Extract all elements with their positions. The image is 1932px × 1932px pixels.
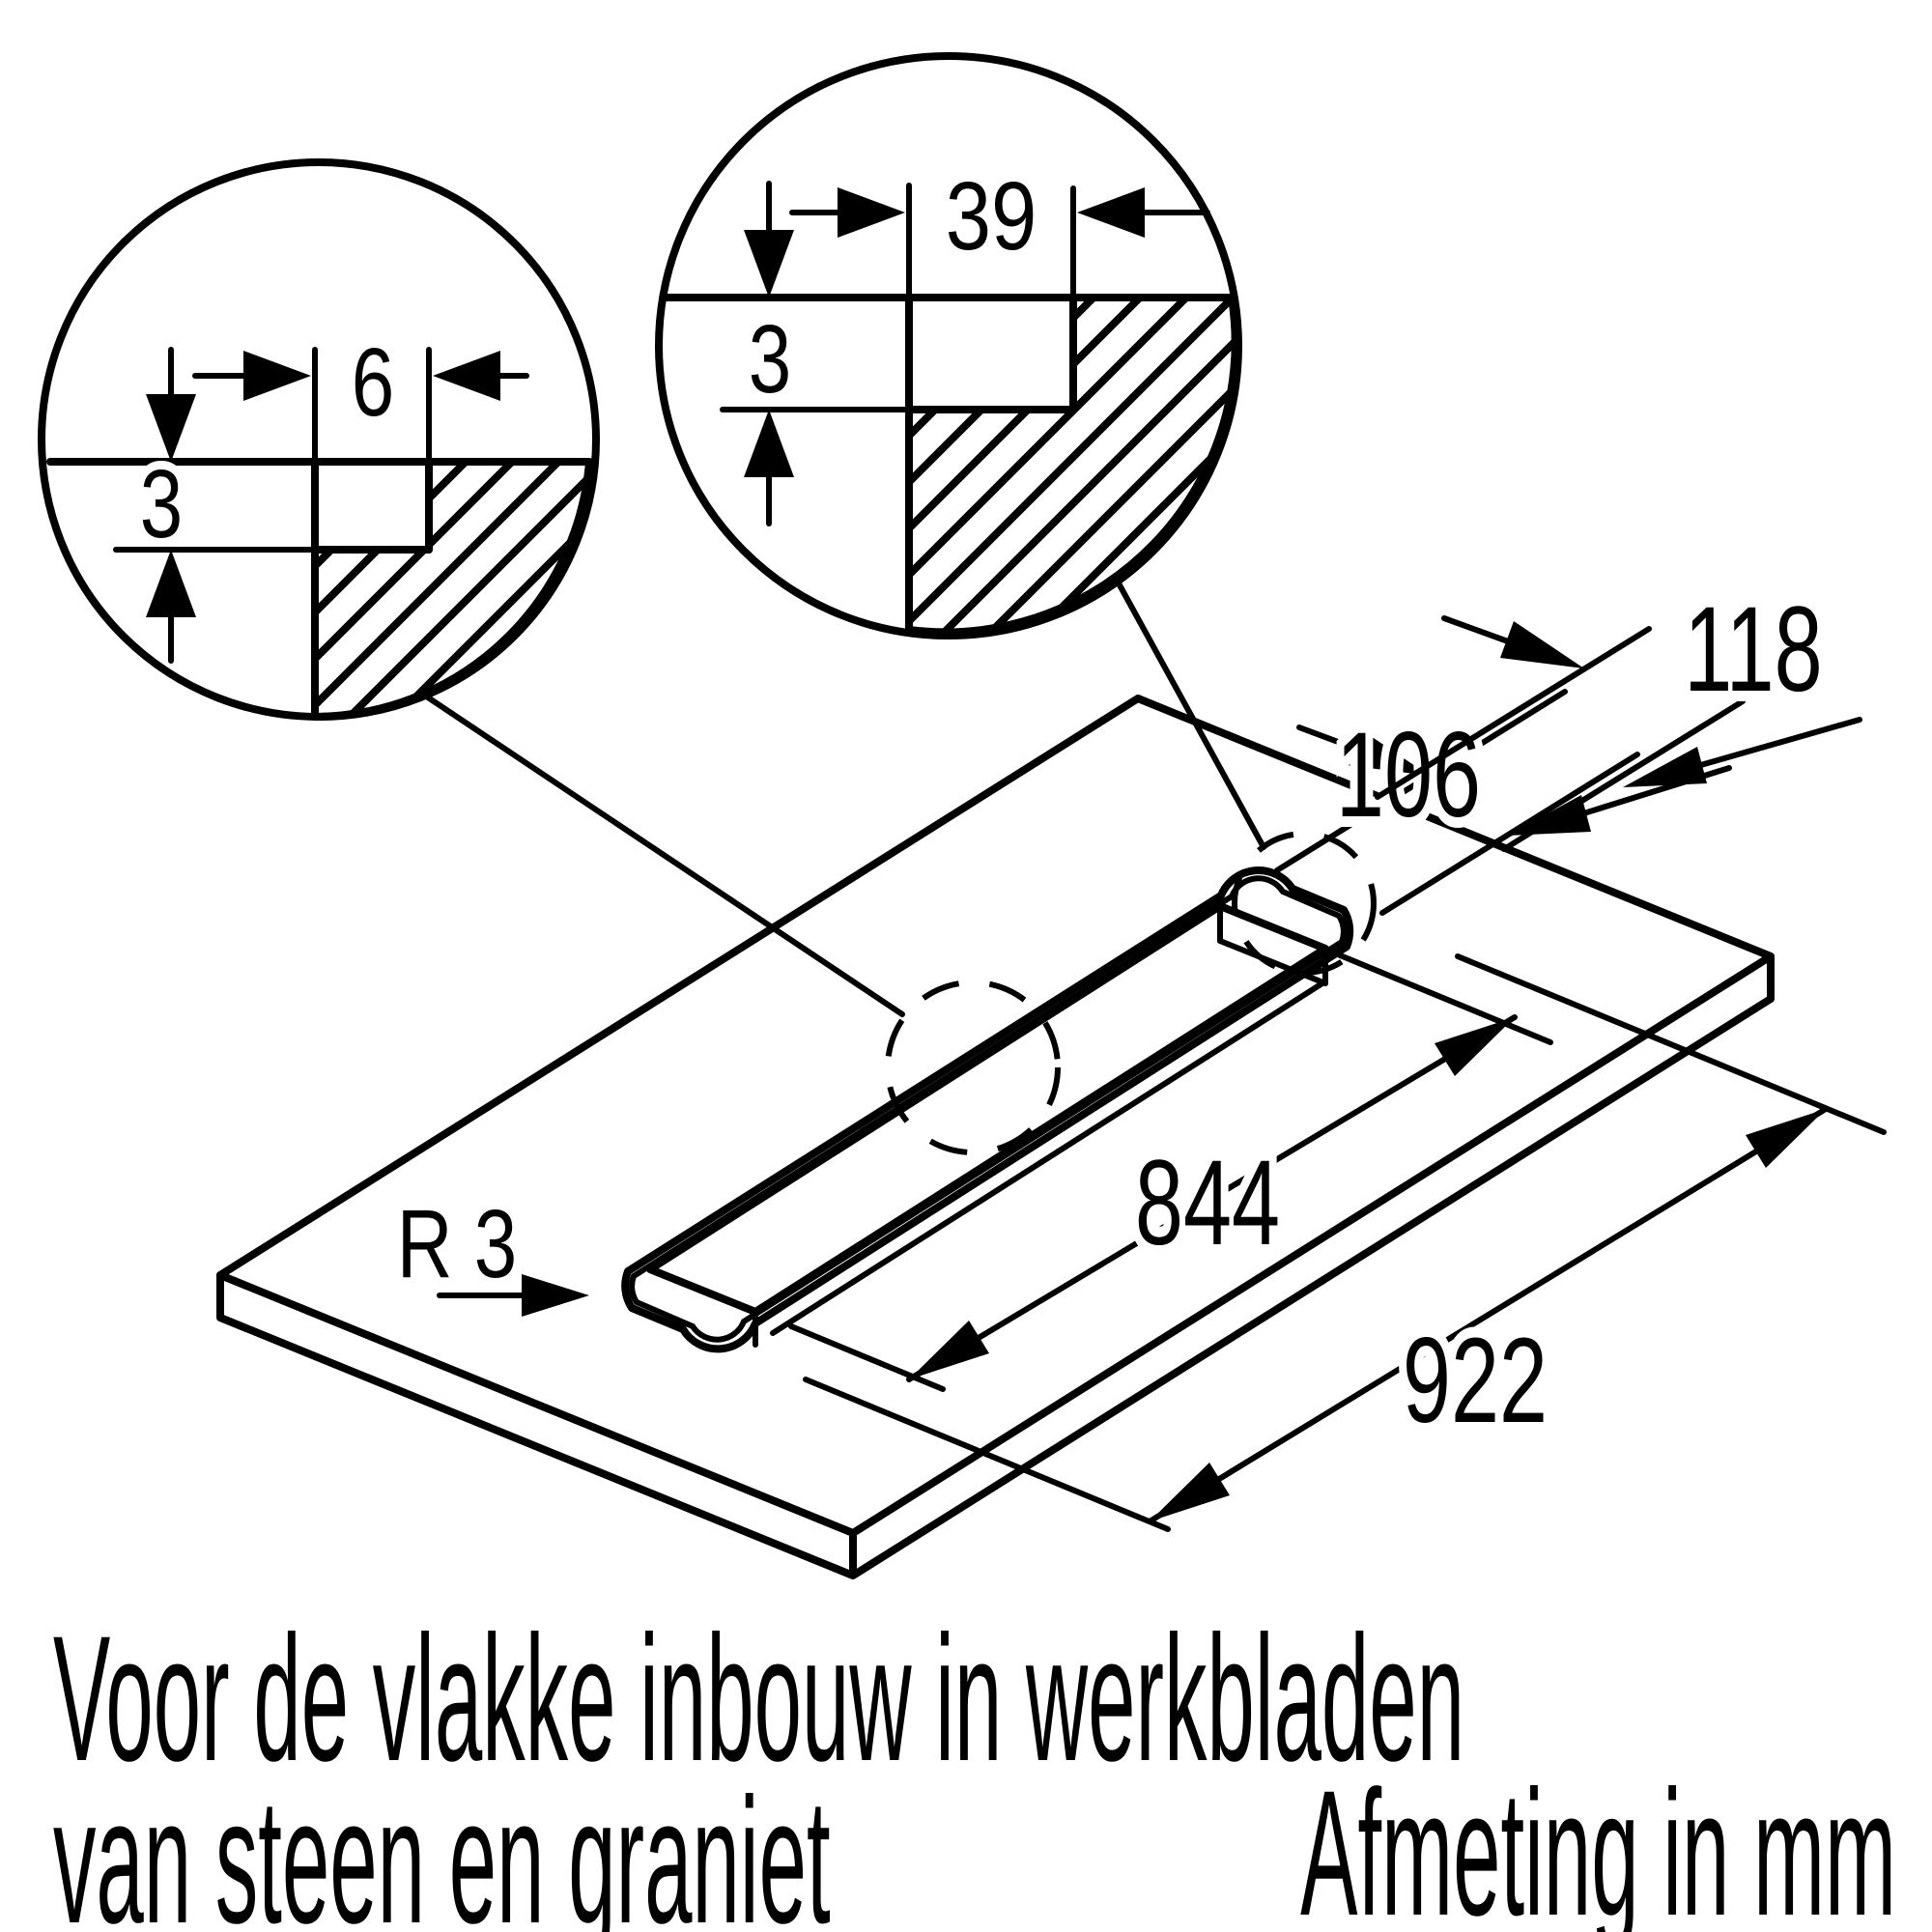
arrowhead-icon (744, 410, 794, 477)
worktop-isometric (216, 695, 1775, 1579)
arrowhead-icon (1435, 1017, 1515, 1076)
dimension-label-922: 922 (1403, 1314, 1548, 1449)
extension-line (788, 1323, 946, 1392)
arrowhead-icon (1500, 621, 1584, 668)
worktop-thickness (216, 952, 1775, 1579)
arrowhead-icon (146, 394, 196, 462)
cutout-wall-bottom (1217, 938, 1328, 986)
dimension-844: 844 (788, 920, 1553, 1392)
extension-line (1379, 752, 1640, 916)
arrowhead-icon (522, 1274, 589, 1317)
extension-line (1455, 953, 1887, 1135)
arrowhead-icon (1150, 1463, 1230, 1521)
leader-line-center (1115, 579, 1266, 850)
arrowhead-icon (243, 351, 311, 401)
detail-left-depth-label: 3 (140, 451, 183, 559)
arrowhead-icon (909, 1321, 989, 1379)
arrowhead-icon (433, 351, 500, 401)
dimension-line (1147, 1106, 1829, 1524)
dimension-line (906, 1014, 1518, 1382)
dimension-922: 922 (803, 953, 1887, 1532)
arrowhead-icon (146, 550, 196, 617)
caption-line-1: Voor de vlakke inbouw in werkbladen (53, 1599, 1464, 1799)
recess-step-edge (629, 875, 1347, 1343)
extension-line (1274, 689, 1568, 873)
arrowhead-icon (1346, 728, 1430, 776)
hatch-section-center (905, 294, 1239, 637)
dimension-label-r3: R 3 (397, 1191, 517, 1299)
arrowhead-icon (744, 230, 794, 298)
dimension-106: 106 (1274, 689, 1732, 916)
hatch-section-left (311, 458, 593, 721)
dimension-118: 118 (1375, 573, 1862, 852)
arrowhead-icon (1623, 747, 1707, 787)
footnote-units: Afmeting in mm (1300, 1753, 1896, 1932)
caption-line-2: van steen en graniet (53, 1761, 831, 1932)
callout-circle-right (1232, 831, 1377, 976)
detail-circle-center: 39 3 (655, 52, 1242, 639)
step-notch-left (311, 458, 433, 554)
dimension-r3: R 3 (389, 1183, 589, 1317)
detail-circle-left: 6 3 (38, 158, 600, 721)
arrowhead-icon (838, 187, 905, 238)
recess-outline (621, 866, 1354, 1353)
dim-shaft (1688, 717, 1862, 771)
extension-line (1375, 626, 1652, 800)
dim-shaft (1441, 615, 1521, 648)
leader-line-left (422, 693, 905, 1017)
arrowhead-icon (1077, 187, 1145, 238)
extension-line (1501, 698, 1746, 852)
dimension-label-844: 844 (1135, 1136, 1280, 1271)
step-notch-center (905, 294, 1077, 413)
arrowhead-icon (1746, 1109, 1826, 1168)
dimension-label-118: 118 (1684, 582, 1822, 718)
detail-center-width-label: 39 (946, 161, 1037, 270)
detail-center-depth-label: 3 (749, 306, 791, 414)
cutout-wall-bottom (770, 979, 1328, 1336)
detail-left-width-label: 6 (352, 329, 394, 438)
callout-circle-left (885, 980, 1061, 1155)
extension-line (803, 1377, 1171, 1532)
